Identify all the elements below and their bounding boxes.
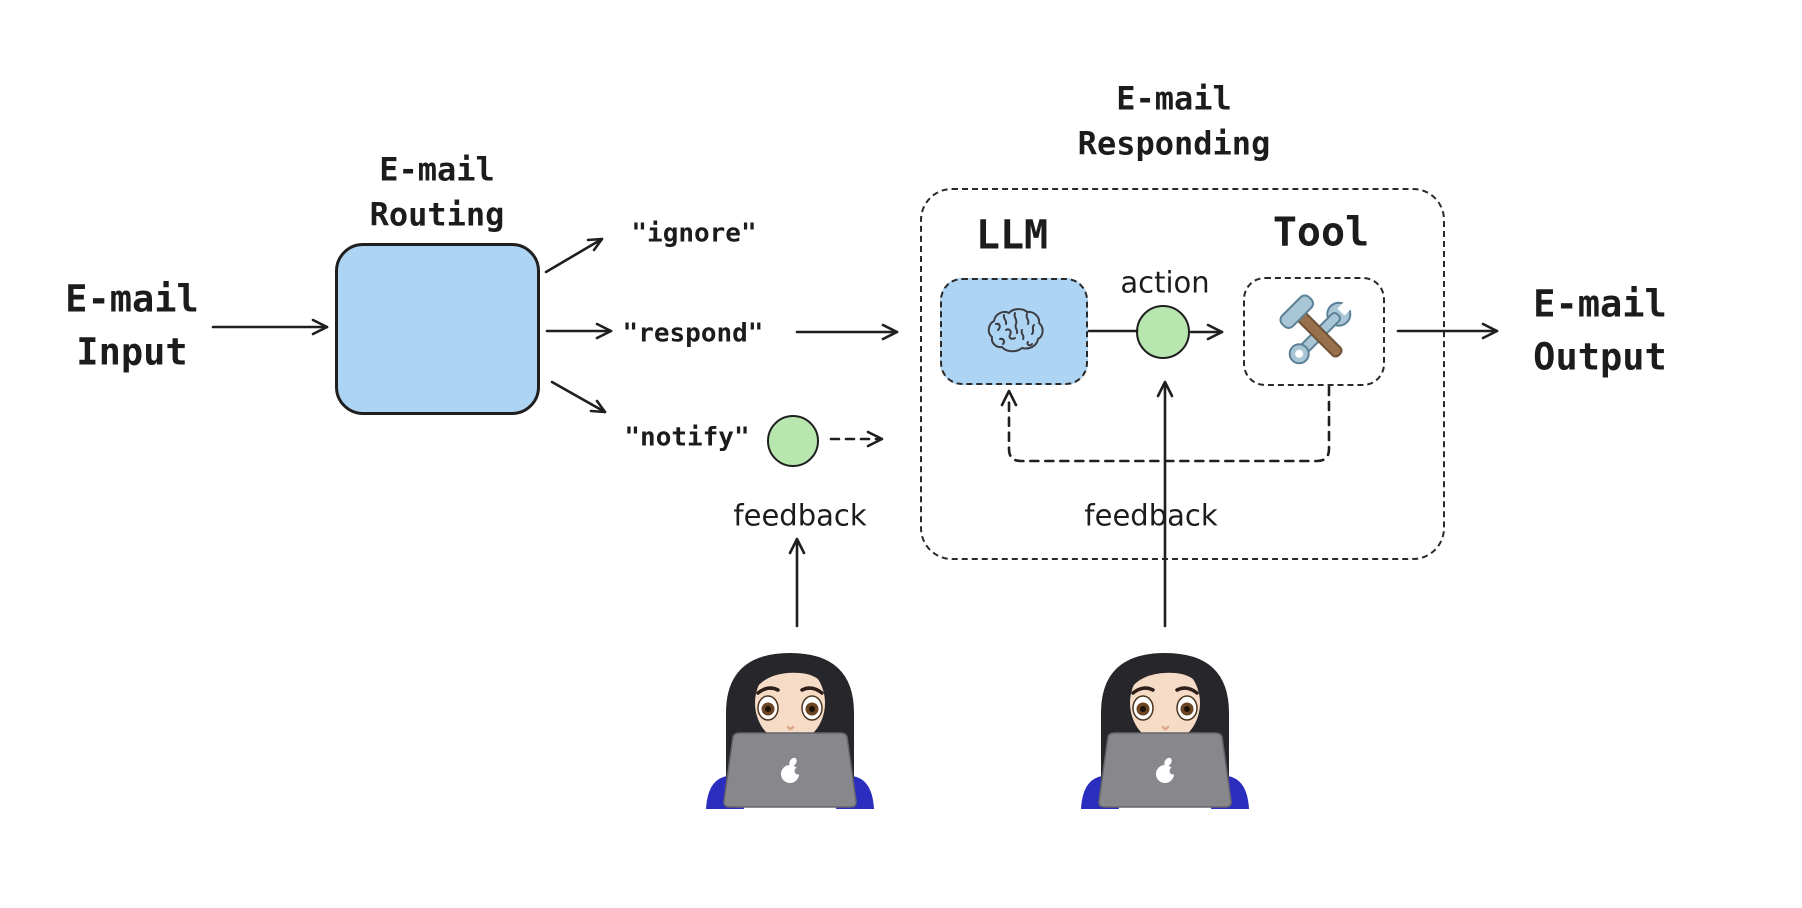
branch-notify-arrow [550,380,607,414]
woman-technologist-icon [706,653,874,809]
tool-to-output-arrow [1396,322,1499,340]
respond-to-responding-arrow [795,323,899,341]
responding-title: E-mail Responding [1077,79,1271,163]
eyes [1132,695,1198,721]
notify-dashed-arrow [829,430,884,448]
llm-box [940,278,1088,385]
tool-label: Tool [1272,209,1370,256]
notify-node-circle [767,415,819,467]
input-arrow [211,318,329,336]
feedback-label-left: feedback [733,498,867,533]
branch-label-notify: "notify" [624,422,750,453]
email-input-label: E-mail Input [65,277,199,373]
left-user-feedback-arrow [788,537,806,628]
hammer [1279,294,1343,358]
branch-label-respond: "respond" [622,318,764,349]
apple-logo [1156,757,1177,783]
action-to-tool-arrow [1189,323,1224,341]
routing-title: E-mail Routing [369,150,505,234]
hammer-wrench-icon [1279,294,1354,365]
email-responding-box [920,188,1445,560]
tool-to-llm-feedback-loop [1000,385,1331,463]
branch-respond-arrow [545,322,613,340]
eyes [757,695,823,721]
llm-label: LLM [975,212,1049,259]
action-label: action [1120,265,1210,300]
woman-technologist-icon [1081,653,1249,809]
email-routing-box [335,243,540,415]
branch-label-ignore: "ignore" [631,218,757,249]
feedback-label-right: feedback [1084,498,1218,533]
brain-icon [987,308,1044,353]
branch-ignore-arrow [544,237,604,274]
right-user-feedback-arrow [1156,380,1174,628]
apple-logo [781,757,802,783]
email-output-label: E-mail Output [1533,282,1667,378]
